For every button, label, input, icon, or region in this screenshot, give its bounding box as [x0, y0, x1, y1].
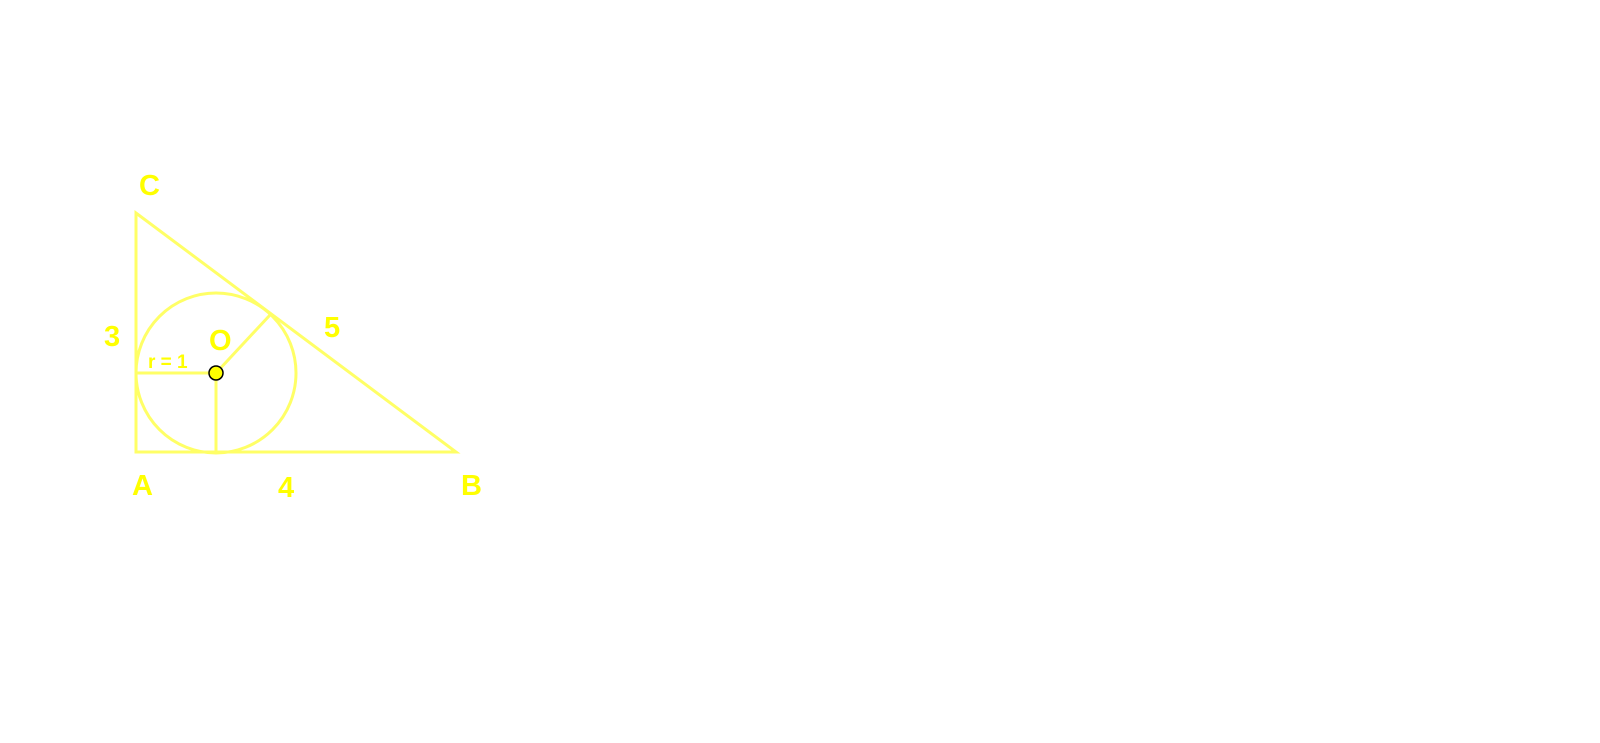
- triangle-abc: [134, 210, 461, 454]
- vertex-label-a: A: [132, 470, 153, 502]
- center-label-o: O: [209, 325, 232, 357]
- side-label-ab: 4: [278, 472, 294, 504]
- side-label-ac: 3: [104, 321, 120, 353]
- side-label-bc: 5: [324, 312, 340, 344]
- center-point-o[interactable]: [208, 365, 224, 381]
- diagram-shapes: [134, 210, 461, 455]
- radius-to-bc: [214, 313, 272, 375]
- vertex-label-c: C: [139, 170, 160, 202]
- vertex-label-b: B: [461, 470, 482, 502]
- radius-label: r = 1: [148, 352, 188, 373]
- diagram-labels: C A B O 3 4 5 r = 1: [104, 170, 482, 504]
